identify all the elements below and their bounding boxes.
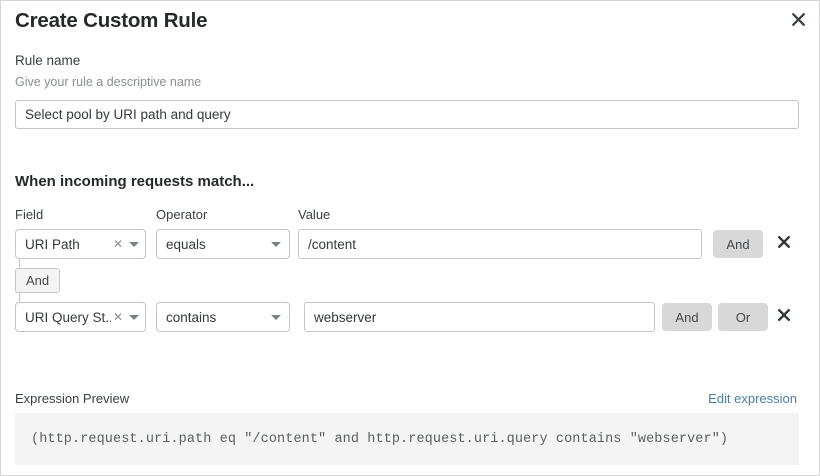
- close-icon: [791, 12, 806, 27]
- column-header-value: Value: [298, 207, 331, 222]
- rule-name-input[interactable]: [15, 100, 799, 129]
- add-and-condition-button-1[interactable]: And: [713, 230, 763, 258]
- chevron-down-icon: [271, 241, 281, 247]
- chevron-down-icon: [129, 314, 139, 320]
- column-header-field: Field: [15, 207, 44, 222]
- condition-row: URI Query St... ✕ contains And Or: [1, 302, 819, 332]
- edit-expression-link[interactable]: Edit expression: [708, 391, 797, 406]
- column-header-operator: Operator: [156, 207, 208, 222]
- expression-preview-label: Expression Preview: [15, 391, 130, 406]
- close-dialog-button[interactable]: [786, 7, 810, 31]
- delete-condition-button-1[interactable]: [772, 231, 796, 255]
- close-icon: [777, 235, 791, 252]
- rule-name-label: Rule name: [15, 53, 81, 68]
- rule-name-sublabel: Give your rule a descriptive name: [15, 75, 202, 89]
- add-or-condition-button-2[interactable]: Or: [718, 303, 768, 331]
- operator-select-1-value: equals: [166, 236, 206, 252]
- close-small-icon[interactable]: ✕: [112, 310, 123, 324]
- delete-condition-button-2[interactable]: [772, 304, 796, 328]
- close-small-icon[interactable]: ✕: [112, 237, 123, 251]
- dialog-title: Create Custom Rule: [15, 9, 208, 32]
- chevron-down-icon: [271, 314, 281, 320]
- add-and-condition-button-2[interactable]: And: [662, 303, 712, 331]
- value-input-2[interactable]: [304, 302, 655, 332]
- expression-preview-box: (http.request.uri.path eq "/content" and…: [15, 413, 799, 465]
- field-select-1-value: URI Path: [25, 236, 80, 252]
- condition-row: URI Path ✕ equals And: [1, 229, 819, 259]
- condition-connector: And: [15, 259, 135, 304]
- conditions-heading: When incoming requests match...: [15, 173, 255, 190]
- value-input-1[interactable]: [298, 229, 702, 259]
- field-select-1[interactable]: URI Path ✕: [15, 229, 146, 259]
- field-select-2-value: URI Query St...: [25, 309, 111, 325]
- field-select-2[interactable]: URI Query St... ✕: [15, 302, 146, 332]
- operator-select-2[interactable]: contains: [156, 302, 290, 332]
- chevron-down-icon: [129, 241, 139, 247]
- close-icon: [777, 308, 791, 325]
- operator-select-2-value: contains: [166, 309, 217, 325]
- operator-select-1[interactable]: equals: [156, 229, 290, 259]
- connector-and-toggle[interactable]: And: [15, 268, 61, 293]
- expression-preview-code: (http.request.uri.path eq "/content" and…: [31, 431, 729, 447]
